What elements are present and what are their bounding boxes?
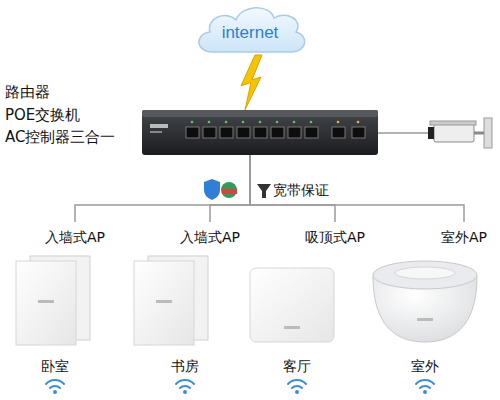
ap-node: 入墙式AP 卧室 (5, 222, 125, 382)
globe-icon (221, 182, 237, 198)
ap-type-label: 吸顶式AP (305, 228, 365, 246)
camera-icon (378, 118, 492, 148)
room-label: 卧室 (41, 357, 69, 375)
room-label: 客厅 (283, 357, 311, 375)
router-node: 路由器 POE交换机 AC控制器三合一 (142, 110, 378, 155)
ap-type-label: 入墙式AP (45, 228, 105, 246)
ap-node: 室外AP 室外 (370, 222, 496, 382)
cloud-shape (199, 8, 305, 52)
wall-ap (134, 256, 208, 345)
cloud-label: internet (222, 22, 279, 44)
network-link (250, 155, 335, 222)
shield-icon (204, 179, 220, 200)
network-link (250, 155, 464, 222)
router-device (142, 110, 378, 155)
wifi-icon (46, 380, 434, 388)
ap-node: 入墙式AP 书房 (125, 222, 245, 382)
feature-label: 宽带保证 (273, 181, 329, 199)
filter-icon (257, 184, 271, 198)
room-label: 书房 (171, 357, 199, 375)
lightning-connector (241, 55, 262, 110)
wifi-dot (53, 390, 427, 394)
ceiling-ap (250, 268, 334, 342)
outdoor-ap (373, 261, 477, 342)
wall-ap (16, 256, 90, 345)
ap-node: 吸顶式AP 客厅 (245, 222, 370, 382)
ap-type-label: 室外AP (441, 228, 487, 246)
network-link (75, 155, 250, 222)
room-label: 室外 (411, 357, 439, 375)
network-link (210, 155, 250, 222)
ap-type-label: 入墙式AP (180, 228, 240, 246)
cloud-node: internet (195, 3, 305, 55)
device-caption: 路由器 POE交换机 AC控制器三合一 (5, 81, 115, 149)
